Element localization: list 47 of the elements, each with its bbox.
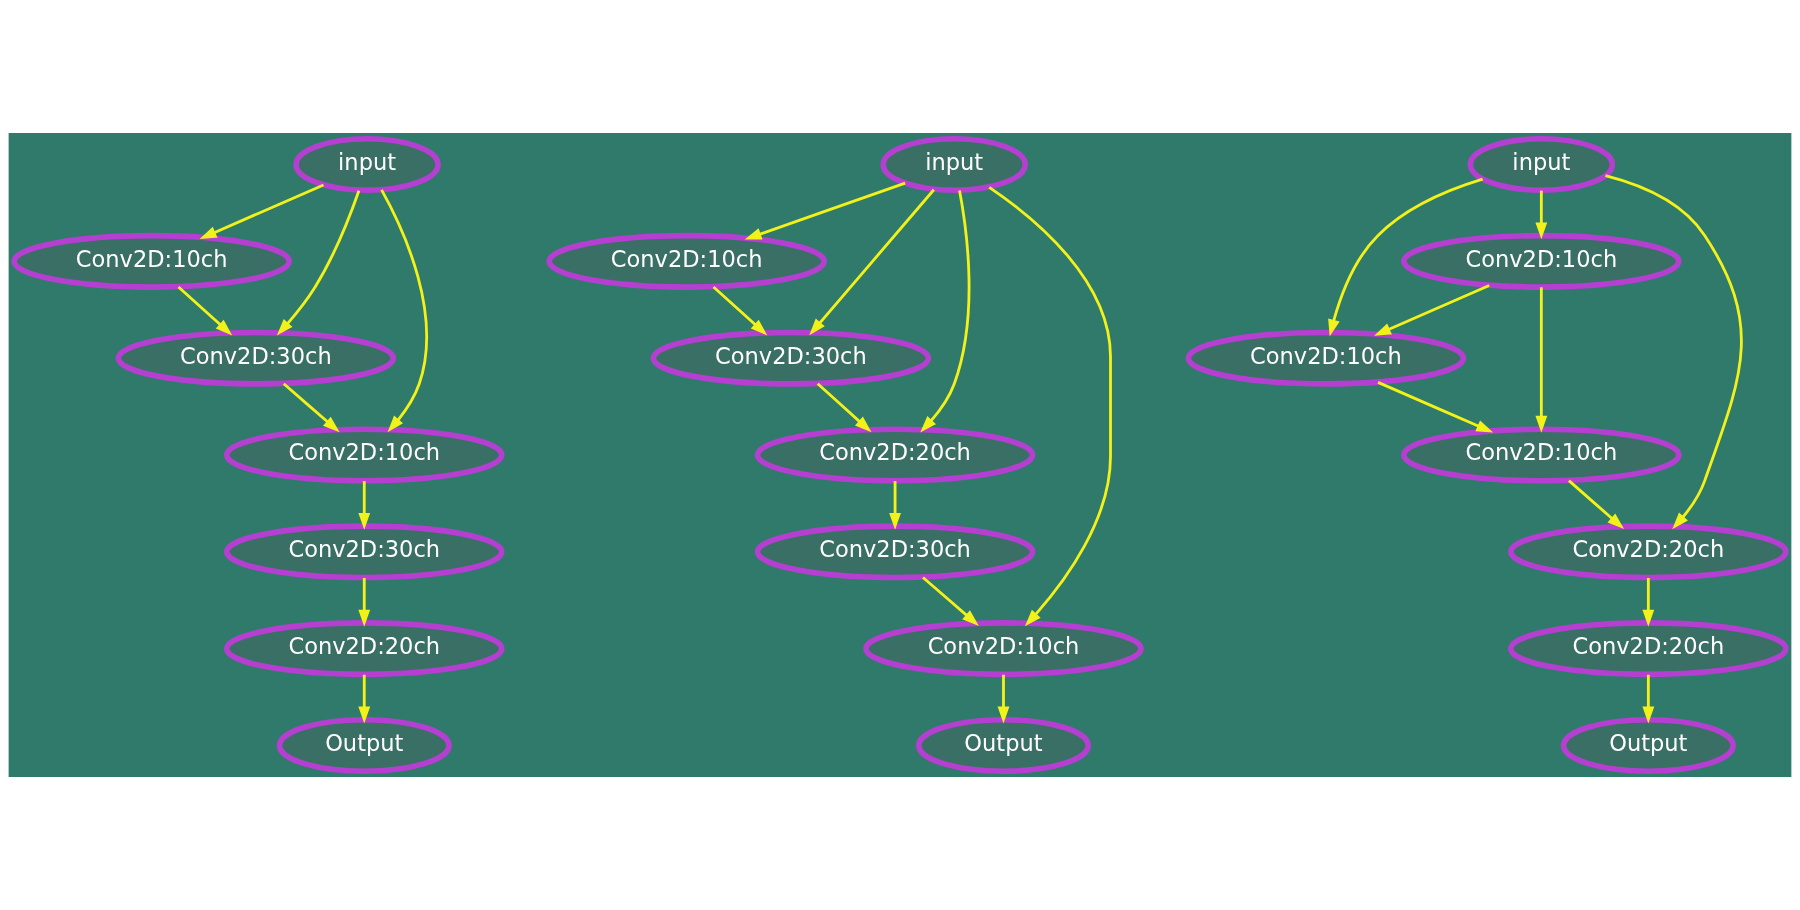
arrow: [177, 285, 233, 336]
node-ellipse: Output: [276, 716, 452, 775]
arrow: [809, 188, 935, 336]
node-ellipse: input: [293, 136, 441, 194]
arrow: [1535, 190, 1548, 240]
arrow: [199, 183, 325, 239]
node-ellipse: input: [1467, 136, 1616, 194]
arrow: [920, 190, 971, 433]
arrow: [712, 285, 768, 336]
node-ellipse: Conv2D:20ch: [1508, 620, 1789, 678]
arrow: [1377, 381, 1494, 433]
arrow: [988, 186, 1112, 627]
node-ellipse: Conv2D:20ch: [223, 620, 505, 678]
node-ellipse: Conv2D:10ch: [1401, 426, 1682, 484]
arrow: [922, 576, 979, 626]
node-ellipse: Output: [1560, 716, 1736, 775]
node-ellipse: Conv2D:10ch: [11, 232, 292, 290]
arrow: [276, 190, 361, 336]
arrow: [380, 189, 428, 433]
node-ellipse: Conv2D:30ch: [115, 329, 397, 387]
arrow: [997, 674, 1010, 724]
arrow: [1535, 287, 1548, 433]
node-ellipse: Conv2D:20ch: [1508, 523, 1789, 581]
node-ellipse: Conv2D:10ch: [1401, 232, 1682, 290]
arrow: [358, 674, 371, 724]
arrow: [1642, 577, 1655, 627]
arrow: [889, 481, 901, 530]
arrow: [1567, 479, 1625, 530]
arrow: [1328, 177, 1484, 337]
node-ellipse: Conv2D:10ch: [223, 426, 505, 484]
arrow: [1642, 674, 1655, 724]
node-ellipse: Conv2D:10ch: [863, 620, 1144, 678]
arrow: [358, 481, 371, 530]
node-ellipse: Output: [915, 716, 1092, 775]
node-ellipse: Conv2D:20ch: [754, 426, 1036, 484]
node-ellipse: Conv2D:30ch: [650, 329, 932, 387]
arrow: [1374, 284, 1490, 336]
arrow: [1605, 174, 1743, 530]
node-ellipse: input: [880, 136, 1028, 194]
arrow: [282, 382, 340, 433]
node-ellipse: Conv2D:30ch: [223, 523, 505, 581]
arrow: [358, 577, 371, 627]
node-ellipse: Conv2D:10ch: [1185, 329, 1467, 387]
node-ellipse: Conv2D:30ch: [754, 523, 1036, 581]
arrow: [744, 181, 906, 240]
arrow: [816, 382, 872, 433]
node-ellipse: Conv2D:10ch: [546, 232, 827, 290]
